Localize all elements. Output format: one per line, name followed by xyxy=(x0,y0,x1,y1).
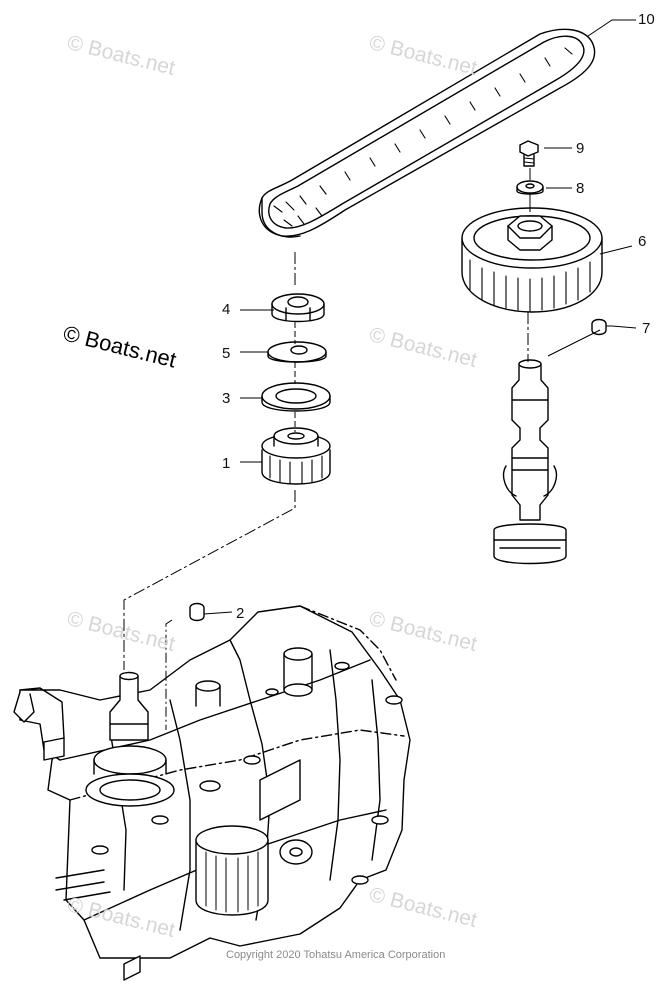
callout-1: 1 xyxy=(222,455,231,472)
callout-7: 7 xyxy=(642,320,651,337)
callout-6: 6 xyxy=(638,233,647,250)
crankshaft-bore xyxy=(85,745,175,807)
callout-3: 3 xyxy=(222,390,231,407)
crankshaft-end xyxy=(109,671,149,741)
callout-8: 8 xyxy=(576,180,585,197)
key-part-7 xyxy=(591,318,607,336)
crank-pulley-part-1 xyxy=(261,427,331,485)
callout-4: 4 xyxy=(222,301,231,318)
bolt-part-9 xyxy=(519,140,539,167)
block-fittings xyxy=(13,647,403,981)
callout-10: 10 xyxy=(638,11,655,28)
lock-washer-part-5 xyxy=(267,341,327,363)
plate-part-3 xyxy=(261,382,331,412)
camshaft-pulley-part-6 xyxy=(461,207,603,313)
timing-belt-part-10 xyxy=(258,28,596,238)
leader-lines xyxy=(123,19,637,730)
key-part-2 xyxy=(189,602,205,622)
copyright-notice: Copyright 2020 Tohatsu America Corporati… xyxy=(226,949,446,961)
washer-part-8 xyxy=(516,180,544,195)
callout-2: 2 xyxy=(236,605,245,622)
nut-part-4 xyxy=(271,293,325,323)
oil-filter xyxy=(195,825,269,916)
callout-9: 9 xyxy=(576,140,585,157)
camshaft xyxy=(493,359,567,565)
callout-5: 5 xyxy=(222,345,231,362)
